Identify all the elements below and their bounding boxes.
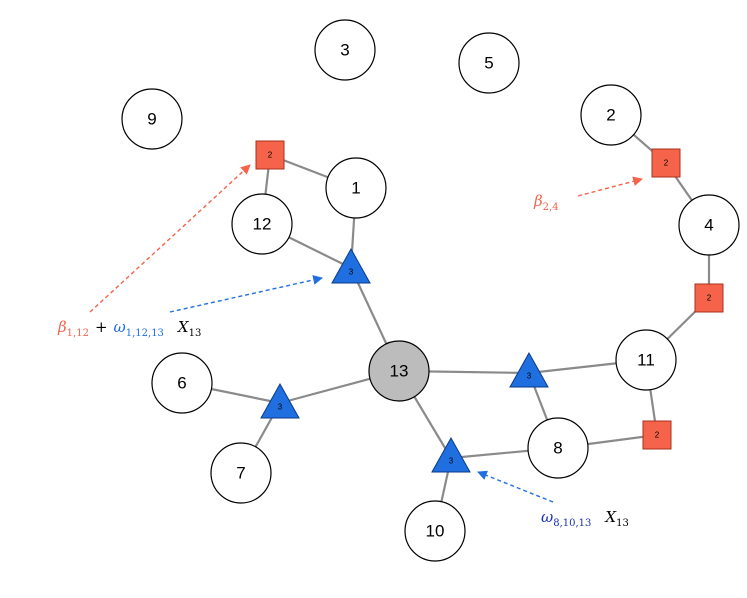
square-hyperedge-4-11[interactable]: 2 [694, 283, 724, 313]
node-11[interactable]: 11 [615, 329, 677, 391]
node-3[interactable]: 3 [314, 19, 376, 81]
node-12[interactable]: 12 [231, 193, 293, 255]
arrow-beta-2-4 [577, 176, 643, 197]
svg-text:2: 2 [655, 431, 660, 440]
svg-text:2: 2 [606, 106, 615, 125]
svg-text:2: 2 [268, 151, 273, 160]
triangle-hyperedge-13-11-8[interactable]: 3 [509, 351, 549, 388]
svg-text:3: 3 [278, 403, 283, 412]
svg-text:9: 9 [147, 110, 156, 129]
node-5[interactable]: 5 [458, 32, 520, 94]
svg-text:1: 1 [351, 179, 360, 198]
svg-text:8: 8 [553, 439, 562, 458]
node-6[interactable]: 6 [151, 352, 213, 414]
svg-text:10: 10 [426, 522, 445, 541]
svg-text:5: 5 [484, 54, 493, 73]
triangle-hyperedge-1-12-13[interactable]: 3 [331, 247, 371, 284]
svg-text:11: 11 [637, 351, 655, 370]
svg-text:6: 6 [177, 374, 186, 393]
square-hyperedge-11-8[interactable]: 2 [642, 420, 672, 450]
node-13[interactable]: 13 [368, 340, 430, 402]
nodes: 3 5 9 2 1 12 4 13 [121, 19, 740, 562]
square-hyperedge-2-4[interactable]: 2 [651, 148, 681, 178]
svg-text:3: 3 [349, 268, 354, 277]
node-8[interactable]: 8 [527, 417, 589, 479]
node-1[interactable]: 1 [325, 157, 387, 219]
svg-text:2: 2 [707, 294, 712, 303]
svg-text:3: 3 [340, 41, 349, 60]
node-9[interactable]: 9 [121, 88, 183, 150]
svg-text:3: 3 [449, 457, 454, 466]
triangle-hyperedge-6-7-13[interactable]: 3 [260, 382, 300, 419]
svg-text:3: 3 [527, 372, 532, 381]
node-4[interactable]: 4 [678, 194, 740, 256]
svg-text:4: 4 [704, 216, 713, 235]
svg-text:7: 7 [236, 464, 245, 483]
square-hyperedges: 2 2 2 2 [255, 140, 724, 450]
svg-text:12: 12 [253, 215, 272, 234]
annotation-beta-2-4: β2,4 [533, 192, 559, 213]
arrow-omega-1-12-13 [169, 275, 323, 313]
arrow-beta-1-12 [89, 164, 251, 313]
svg-text:2: 2 [664, 159, 669, 168]
node-7[interactable]: 7 [210, 442, 272, 504]
annotation-arrows [89, 164, 643, 503]
triangle-hyperedges: 3 3 3 3 [260, 247, 549, 473]
arrow-omega-8-10-13 [477, 470, 554, 503]
square-hyperedge-1-12[interactable]: 2 [255, 140, 285, 170]
triangle-hyperedge-8-10-13[interactable]: 3 [431, 436, 471, 473]
node-10[interactable]: 10 [404, 500, 466, 562]
svg-text:13: 13 [390, 362, 409, 381]
node-2[interactable]: 2 [580, 84, 642, 146]
